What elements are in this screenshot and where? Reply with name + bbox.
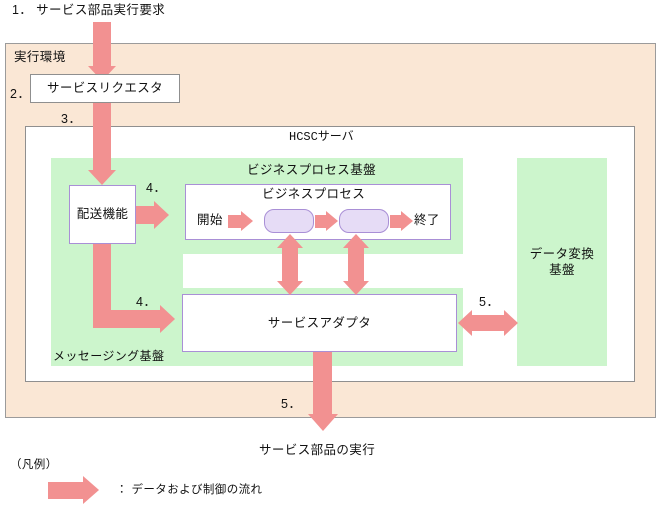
step-number-3: 3．: [61, 112, 82, 126]
service-execution-output-label: サービス部品の実行: [259, 443, 376, 457]
data-transform-platform-label: データ変換 基盤: [529, 246, 595, 277]
service-requestor-label: サービスリクエスタ: [46, 81, 164, 96]
execution-environment-label: 実行環境: [14, 50, 66, 64]
service-adapter-box: [182, 294, 457, 352]
process-start-label: 開始: [197, 213, 223, 227]
top-request-label: 1． サービス部品実行要求: [12, 3, 166, 17]
process-activity-2: [339, 209, 389, 233]
legend-arrow-description: ： データおよび制御の流れ: [116, 484, 263, 496]
messaging-platform-label: メッセージング基盤: [53, 349, 165, 363]
service-requestor-box: [30, 74, 180, 103]
step-number-5b: 5．: [281, 397, 302, 411]
hcsc-server-label: HCSCサーバ: [289, 130, 354, 144]
service-adapter-label: サービスアダプタ: [267, 315, 372, 330]
data-transform-platform-panel: [517, 158, 607, 366]
step-number-4b: 4．: [136, 295, 157, 309]
process-activity-1: [264, 209, 314, 233]
delivery-function-box: [69, 185, 136, 244]
step-number-4a: 4．: [146, 181, 167, 195]
business-process-label: ビジネスプロセス: [262, 187, 366, 201]
step-number-5a: 5．: [479, 295, 500, 309]
legend-heading: （凡例）: [10, 459, 58, 471]
step-number-2: 2．: [10, 87, 31, 101]
business-process-platform-label: ビジネスプロセス基盤: [247, 163, 377, 177]
delivery-function-label: 配送機能: [76, 207, 129, 222]
process-end-label: 終了: [414, 213, 440, 227]
